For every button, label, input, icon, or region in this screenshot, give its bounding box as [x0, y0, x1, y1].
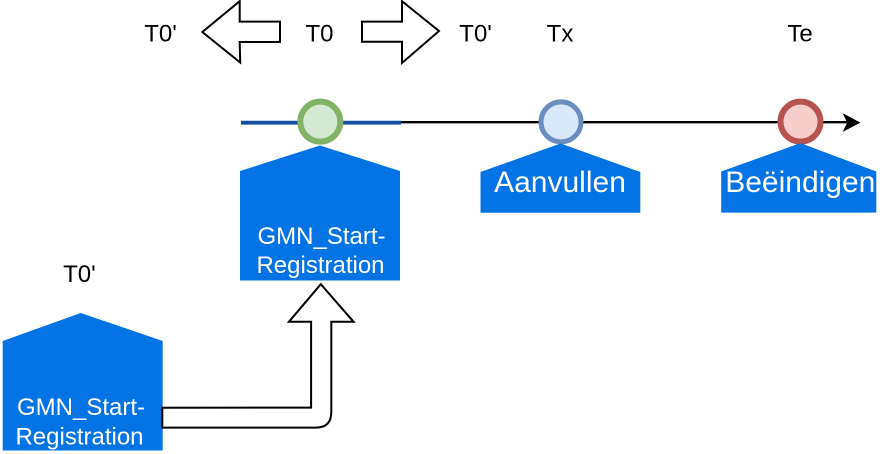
svg-text:Registration: Registration	[256, 252, 384, 279]
svg-text:T0': T0'	[459, 21, 492, 48]
svg-text:GMN_Start-: GMN_Start-	[257, 223, 385, 250]
svg-text:Aanvullen: Aanvullen	[494, 166, 626, 199]
svg-text:Registration: Registration	[15, 424, 143, 451]
svg-text:T0': T0'	[144, 21, 177, 48]
svg-text:Tx: Tx	[547, 21, 574, 48]
svg-text:T0: T0	[305, 21, 333, 48]
svg-text:Beëindigen: Beëindigen	[725, 166, 875, 199]
svg-text:Te: Te	[787, 21, 812, 48]
svg-text:T0': T0'	[63, 261, 96, 288]
svg-text:GMN_Start-: GMN_Start-	[17, 394, 145, 421]
